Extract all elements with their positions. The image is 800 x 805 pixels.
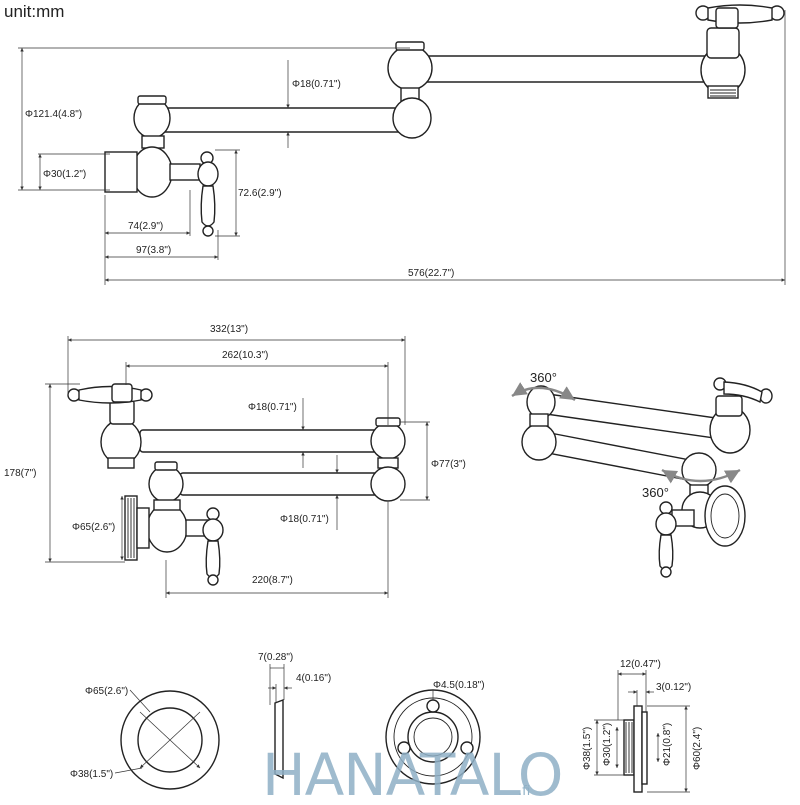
dim-section-12: 12(0.47") — [620, 659, 661, 670]
dim-total-length: 576(22.7") — [408, 268, 454, 279]
dim-section-60: Φ60(2.4") — [692, 727, 703, 770]
top-joint-lower — [392, 97, 432, 139]
dim-97: 97(3.8") — [136, 245, 171, 256]
detail-section: 12(0.47") 3(0.12") Φ38(1.5") Φ30(1.2") Φ… — [582, 659, 703, 793]
dim-thickness-7: 7(0.28") — [258, 652, 293, 663]
dim-flange-inner: Φ38(1.5") — [70, 769, 113, 780]
rotate-arrow-top — [511, 382, 576, 402]
watermark: HANATALO .fi — [262, 741, 563, 805]
dim-77: Φ77(3") — [431, 459, 466, 470]
top-view: Φ18(0.71") Φ121.4(4.8") Φ30(1.2") 72.6(2… — [18, 4, 786, 285]
top-joint-upper — [387, 45, 433, 91]
dim-section-3: 3(0.12") — [656, 682, 691, 693]
dim-thickness-4: 4(0.16") — [296, 673, 331, 684]
side-arm-upper — [139, 429, 389, 453]
watermark-brand: HANATALO — [262, 741, 562, 800]
top-arm-lower — [154, 107, 411, 133]
dim-inlet: Φ30(1.2") — [43, 169, 86, 180]
dim-220: 220(8.7") — [252, 575, 293, 586]
dim-332: 332(13") — [210, 324, 248, 335]
rotate-arrow-bottom — [661, 468, 741, 484]
dim-height: Φ121.4(4.8") — [25, 109, 82, 120]
dim-flange-outer: Φ65(2.6") — [85, 686, 128, 697]
dim-handle-height: 72.6(2.9") — [238, 188, 282, 199]
dim-section-30: Φ30(1.2") — [602, 723, 613, 766]
rotation-label-top: 360° — [530, 370, 557, 385]
dim-height-178: 178(7") — [4, 468, 36, 479]
detail-mounting-plate: Φ4.5(0.18") — [385, 680, 485, 785]
watermark-suffix: .fi — [518, 784, 530, 799]
dim-pipe-upper: Φ18(0.71") — [248, 402, 297, 413]
dim-262: 262(10.3") — [222, 350, 268, 361]
dim-section-38: Φ38(1.5") — [582, 727, 593, 770]
side-view: 332(13") 262(10.3") Φ18(0.71") 178(7") Φ… — [4, 324, 466, 598]
dim-74: 74(2.9") — [128, 221, 163, 232]
top-arm-upper — [409, 55, 711, 83]
dim-pipe-diameter: Φ18(0.71") — [292, 79, 341, 90]
unit-label: unit:mm — [4, 2, 65, 21]
top-inlet — [104, 151, 138, 193]
dim-65: Φ65(2.6") — [72, 522, 115, 533]
dim-pipe-lower: Φ18(0.71") — [280, 514, 329, 525]
detail-flange-side: 7(0.28") 4(0.16") — [258, 652, 331, 780]
dim-section-21: Φ21(0.8") — [662, 723, 673, 766]
rotation-label-bottom: 360° — [642, 485, 669, 500]
dim-hole: Φ4.5(0.18") — [433, 680, 485, 691]
side-arm-lower — [179, 472, 389, 496]
detail-flange-front: Φ65(2.6") Φ38(1.5") — [70, 686, 220, 790]
rotation-view: 360° 360° — [511, 370, 773, 578]
